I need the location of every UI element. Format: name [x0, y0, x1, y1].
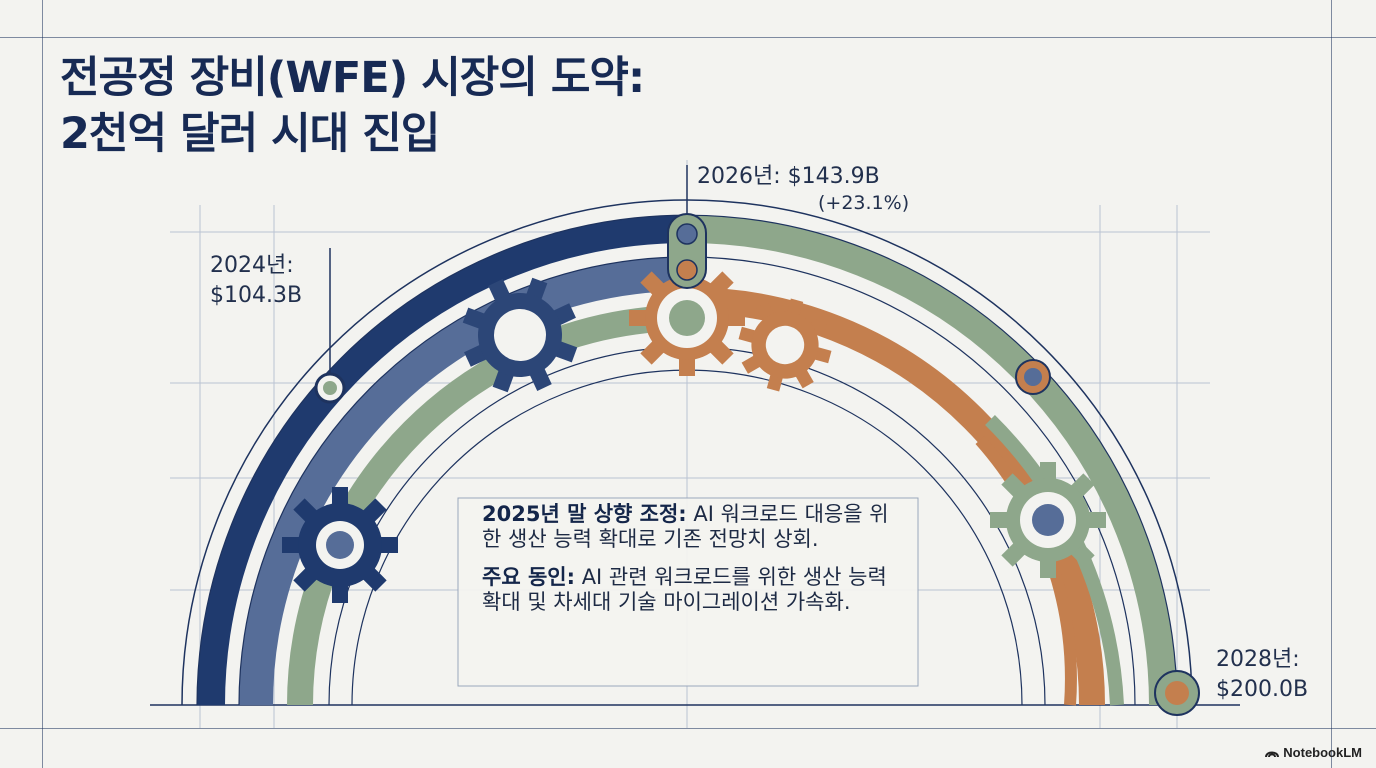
milestone-2026: 2026년: $143.9B: [697, 162, 880, 192]
milestone-2028-year: 2028년:: [1216, 647, 1300, 672]
note-driver-text: AI 관련 워크로드를 위한 생산 능력 확대 및 차세대 기술 마이그레이션 …: [482, 565, 887, 614]
note-adjustment: 2025년 말 상향 조정: AI 워크로드 대응을 위한 생산 능력 확대로 …: [482, 502, 902, 552]
band-sage-inner: [287, 305, 688, 706]
frame-left-line: [42, 0, 43, 768]
notebooklm-icon: [1265, 751, 1280, 758]
frame-top-line: [0, 37, 1376, 38]
gear-sage-right: [990, 462, 1106, 578]
milestone-2024-year: 2024년:: [210, 253, 294, 278]
band-copper: [686, 287, 1105, 706]
marker-2027: [1015, 359, 1051, 395]
note-driver: 주요 동인: AI 관련 워크로드를 위한 생산 능력 확대 및 차세대 기술 …: [482, 565, 902, 615]
note-box: [457, 497, 919, 687]
marker-2026: [667, 213, 707, 289]
band-slate: [239, 257, 688, 706]
marker-2028: [1154, 670, 1200, 716]
frame-right-line: [1331, 0, 1332, 768]
title-line-1: 전공정 장비(WFE) 시장의 도약:: [60, 53, 645, 103]
marker-2024: [314, 372, 346, 404]
band-navy: [197, 215, 688, 706]
milestone-2026-growth: (+23.1%): [818, 192, 910, 214]
gear-navy-left: [282, 487, 398, 603]
milestone-2028-value: $200.0B: [1216, 677, 1309, 702]
gear-navy-top: [445, 260, 595, 410]
gear-copper-right: [728, 288, 842, 402]
frame-bottom-line: [0, 728, 1376, 729]
note-adjustment-text: AI 워크로드 대응을 위한 생산 능력 확대로 기존 전망치 상회.: [482, 502, 889, 551]
logo-text: NotebookLM: [1283, 745, 1362, 760]
page-title: 전공정 장비(WFE) 시장의 도약: 2천억 달러 시대 진입: [60, 50, 645, 162]
milestone-2028: 2028년: $200.0B: [1216, 645, 1308, 705]
notebooklm-logo: NotebookLM: [1265, 745, 1362, 760]
milestone-2024: 2024년: $104.3B: [210, 251, 302, 311]
notes-box: 2025년 말 상향 조정: AI 워크로드 대응을 위한 생산 능력 확대로 …: [482, 502, 902, 628]
note-driver-title: 주요 동인:: [482, 565, 575, 589]
title-line-2: 2천억 달러 시대 진입: [60, 109, 440, 159]
gear-copper-top: [629, 260, 745, 376]
milestone-2026-value: 2026년: $143.9B: [697, 164, 880, 189]
note-adjustment-title: 2025년 말 상향 조정:: [482, 502, 687, 526]
milestone-2024-value: $104.3B: [210, 283, 303, 308]
